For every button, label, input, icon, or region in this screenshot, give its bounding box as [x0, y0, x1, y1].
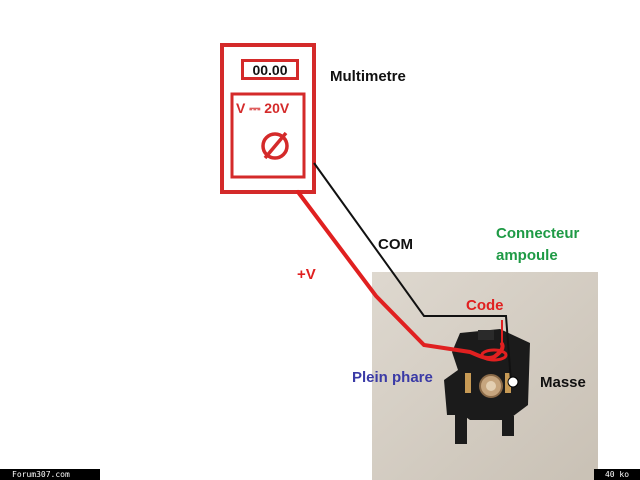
multimeter-display: 00.00 [241, 59, 299, 80]
connector-photo [372, 272, 598, 480]
code-label: Code [466, 297, 504, 314]
multimeter-range: V ⎓ 20V [236, 100, 290, 116]
com-wire [313, 162, 512, 383]
connector-title-line2: ampoule [496, 247, 558, 264]
com-label: COM [378, 236, 413, 253]
masse-label: Masse [540, 374, 586, 391]
plus-wire [296, 190, 505, 361]
plein-phare-label: Plein phare [352, 369, 433, 386]
masse-contact [507, 376, 519, 388]
plus-v-label: +V [297, 266, 316, 283]
rotary-dial-icon [261, 131, 289, 160]
connector-title-line1: Connecteur [496, 225, 580, 242]
connector-body [444, 329, 530, 420]
multimeter-label: Multimetre [330, 68, 406, 85]
footer-site: Forum307.com [0, 469, 100, 480]
footer-size: 40 ko [594, 469, 640, 480]
multimeter-icon [220, 43, 316, 194]
